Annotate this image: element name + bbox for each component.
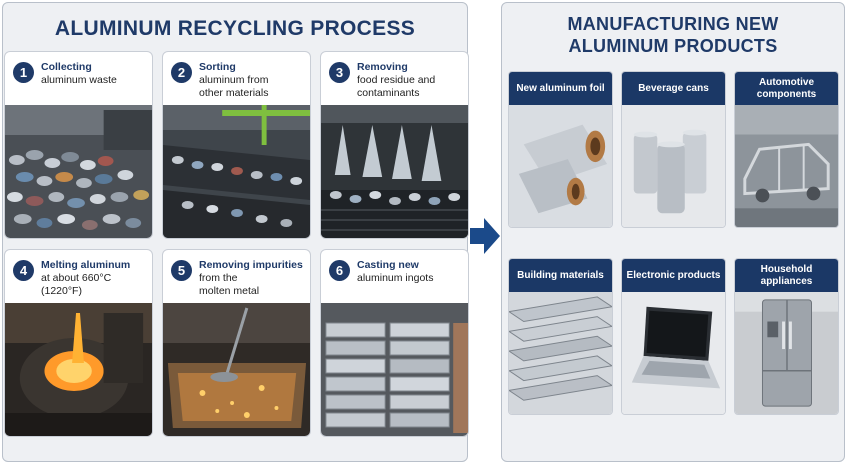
step-number: 3 bbox=[329, 62, 350, 83]
step-collecting: 1 Collecting aluminum waste bbox=[4, 51, 153, 239]
product-label: Household appliances bbox=[735, 259, 838, 292]
step-line: aluminum from bbox=[199, 74, 269, 86]
step-description: Removing food residue and contaminants bbox=[357, 61, 464, 100]
washing-sprays-image bbox=[321, 105, 468, 238]
step-removing-residue: 3 Removing food residue and contaminants bbox=[320, 51, 469, 239]
step-line: contaminants bbox=[357, 87, 420, 99]
product-electronic-products: Electronic products bbox=[621, 258, 726, 415]
step-number: 6 bbox=[329, 260, 350, 281]
step-line: Collecting bbox=[41, 61, 92, 73]
furnace-melting-image bbox=[5, 303, 152, 436]
step-line: Melting aluminum bbox=[41, 259, 131, 271]
product-building-materials: Building materials bbox=[508, 258, 613, 415]
step-sorting: 2 Sorting aluminum from other materials bbox=[162, 51, 311, 239]
step-header: 1 Collecting aluminum waste bbox=[5, 52, 152, 104]
product-household-appliances: Household appliances bbox=[734, 258, 839, 415]
step-number: 5 bbox=[171, 260, 192, 281]
aluminum-profiles-image bbox=[509, 292, 612, 414]
product-aluminum-foil: New aluminum foil bbox=[508, 71, 613, 228]
recycling-title: ALUMINUM RECYCLING PROCESS bbox=[54, 17, 416, 40]
title-line: MANUFACTURING NEW bbox=[567, 14, 779, 34]
refrigerator-image bbox=[735, 292, 838, 414]
product-beverage-cans: Beverage cans bbox=[621, 71, 726, 228]
step-header: 3 Removing food residue and contaminants bbox=[321, 52, 468, 104]
car-body-frame-image bbox=[735, 105, 838, 227]
step-header: 4 Melting aluminum at about 660°C (1220°… bbox=[5, 250, 152, 302]
step-description: Collecting aluminum waste bbox=[41, 61, 148, 87]
title-line: ALUMINUM PRODUCTS bbox=[568, 36, 778, 56]
step-number: 1 bbox=[13, 62, 34, 83]
step-line: aluminum ingots bbox=[357, 272, 434, 284]
beverage-cans-image bbox=[622, 105, 725, 227]
recycling-process-panel: ALUMINUM RECYCLING PROCESS 1 Collecting … bbox=[2, 2, 469, 462]
step-description: Sorting aluminum from other materials bbox=[199, 61, 306, 100]
product-label: Electronic products bbox=[622, 259, 725, 292]
step-removing-impurities: 5 Removing impurities from the molten me… bbox=[162, 249, 311, 437]
step-line: molten metal bbox=[199, 285, 260, 297]
product-label: New aluminum foil bbox=[509, 72, 612, 105]
molten-metal-skimming-image bbox=[163, 303, 310, 436]
sorting-conveyor-image bbox=[163, 105, 310, 238]
step-line: from the bbox=[199, 272, 238, 284]
step-casting-ingots: 6 Casting new aluminum ingots bbox=[320, 249, 469, 437]
manufacturing-products-panel: MANUFACTURING NEW ALUMINUM PRODUCTS New … bbox=[501, 2, 845, 462]
step-line: at about 660°C bbox=[41, 272, 112, 284]
step-number: 4 bbox=[13, 260, 34, 281]
step-line: Sorting bbox=[199, 61, 236, 73]
foil-rolls-image bbox=[509, 105, 612, 227]
step-description: Removing impurities from the molten meta… bbox=[199, 259, 306, 298]
step-line: Casting new bbox=[357, 259, 419, 271]
step-line: food residue and bbox=[357, 74, 436, 86]
step-line: aluminum waste bbox=[41, 74, 117, 86]
step-line: other materials bbox=[199, 87, 269, 99]
step-description: Melting aluminum at about 660°C (1220°F) bbox=[41, 259, 148, 298]
step-description: Casting new aluminum ingots bbox=[357, 259, 464, 285]
step-header: 6 Casting new aluminum ingots bbox=[321, 250, 468, 302]
product-label: Automotive components bbox=[735, 72, 838, 105]
laptop-image bbox=[622, 292, 725, 414]
step-line: Removing bbox=[357, 61, 408, 73]
step-number: 2 bbox=[171, 62, 192, 83]
scrap-cans-pile-image bbox=[5, 105, 152, 238]
step-header: 5 Removing impurities from the molten me… bbox=[163, 250, 310, 302]
step-melting: 4 Melting aluminum at about 660°C (1220°… bbox=[4, 249, 153, 437]
product-label: Beverage cans bbox=[622, 72, 725, 105]
aluminum-ingots-stack-image bbox=[321, 303, 468, 436]
flow-arrow-icon bbox=[470, 218, 500, 254]
product-label: Building materials bbox=[509, 259, 612, 292]
step-header: 2 Sorting aluminum from other materials bbox=[163, 52, 310, 104]
manufacturing-title: MANUFACTURING NEW ALUMINUM PRODUCTS bbox=[502, 13, 844, 57]
step-line: (1220°F) bbox=[41, 285, 82, 297]
step-line: Removing impurities bbox=[199, 259, 303, 271]
product-automotive-components: Automotive components bbox=[734, 71, 839, 228]
